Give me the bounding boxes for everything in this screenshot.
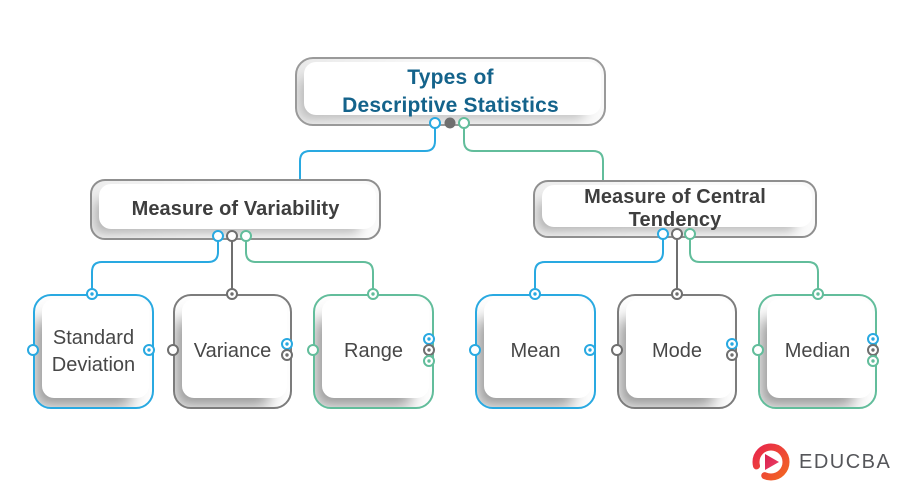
node-measure-of-variability: Measure of Variability — [90, 179, 381, 240]
leaf-label: Range — [344, 340, 403, 362]
branch-label: Measure of Central Tendency — [584, 186, 766, 231]
node-standard-deviation: Standard Deviation — [33, 294, 154, 409]
leaf-label: Median — [784, 340, 851, 362]
leaf-label: Variance — [193, 340, 272, 362]
node-variance: Variance — [173, 294, 292, 409]
edge-central-mean — [534, 238, 664, 290]
root-title: Types of Descriptive Statistics — [342, 64, 559, 119]
node-measure-of-central-tendency: Measure of Central Tendency — [533, 180, 817, 238]
node-mode: Mode — [617, 294, 737, 409]
leaf-label: Mode — [651, 340, 703, 362]
leaf-label: Standard Deviation — [51, 326, 136, 376]
leaf-label: Mean — [510, 340, 561, 362]
node-mean: Mean — [475, 294, 596, 409]
node-range: Range — [313, 294, 434, 409]
brand-logo: EDUCBA — [751, 441, 891, 483]
node-median: Median — [758, 294, 877, 409]
brand-name: EDUCBA — [799, 450, 892, 473]
edge-central-median — [689, 238, 819, 290]
edge-root-central — [463, 126, 604, 182]
node-types-of-descriptive-statistics: Types of Descriptive Statistics — [295, 57, 606, 126]
educba-logo-icon — [752, 443, 790, 481]
edge-variability-range — [245, 240, 374, 290]
root-title-line2: Descriptive Statistics — [342, 93, 559, 117]
root-title-line1: Types of — [407, 66, 494, 90]
edge-variability-standard-deviation — [91, 240, 219, 290]
edge-root-variability — [299, 126, 436, 181]
branch-label: Measure of Variability — [131, 198, 340, 220]
